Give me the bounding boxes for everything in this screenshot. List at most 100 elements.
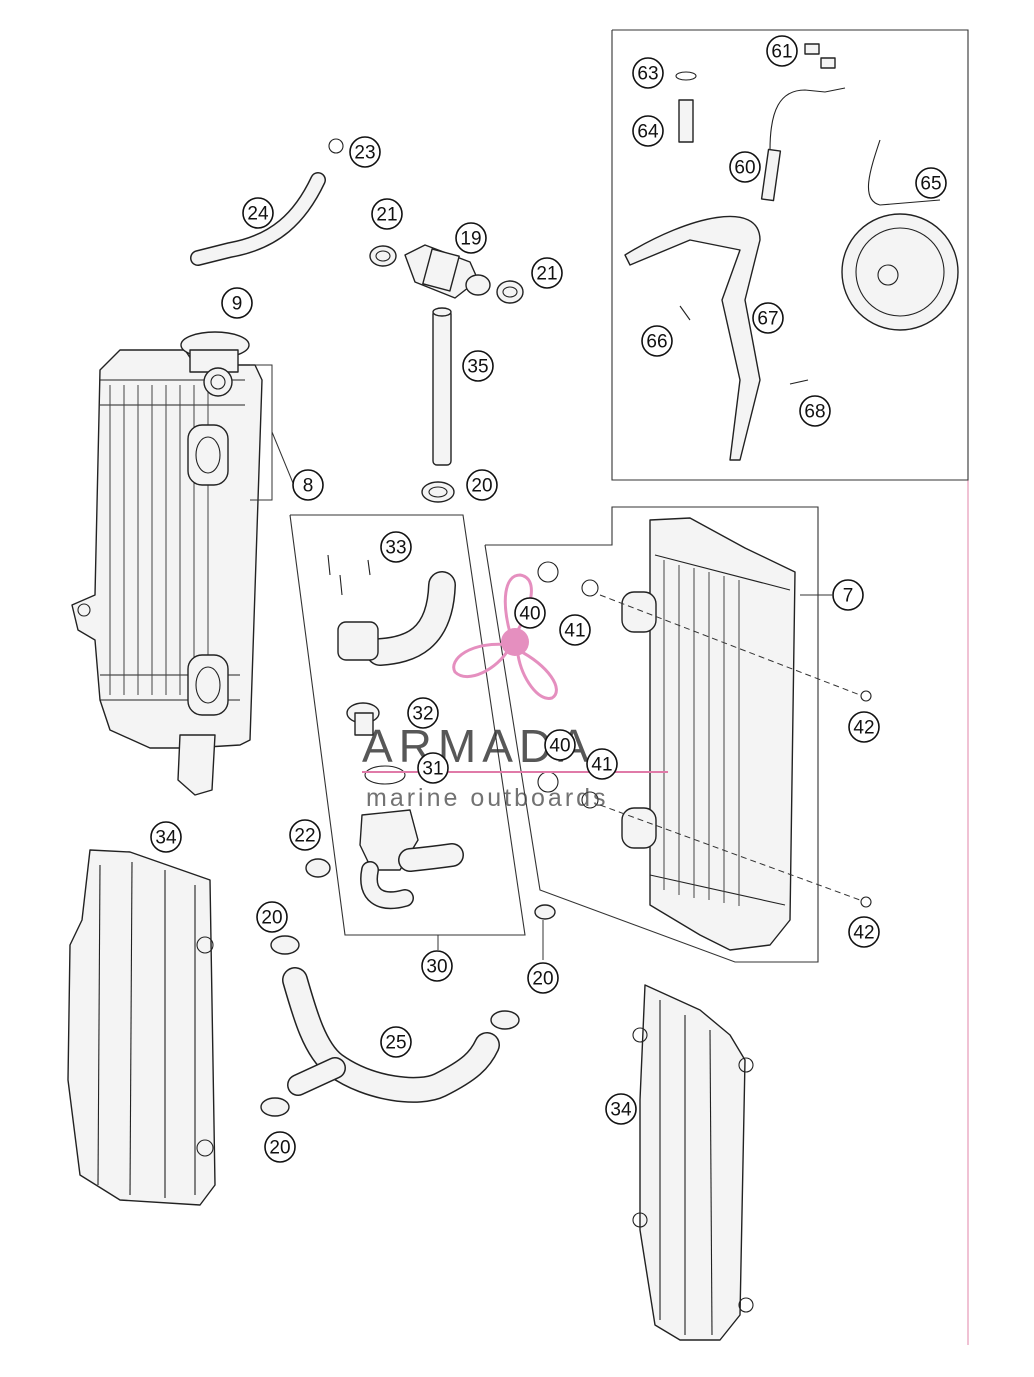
- callout-number: 22: [294, 826, 315, 847]
- callout-circle: [292, 469, 324, 501]
- callout-65: 65: [915, 167, 947, 199]
- watermark-subtitle: marine outboards: [366, 784, 609, 812]
- callout-circle: [632, 115, 664, 147]
- callout-circle: [417, 752, 449, 784]
- callout-67: 67: [752, 302, 784, 334]
- louvre-right: [632, 984, 754, 1341]
- callout-circle: [729, 151, 761, 183]
- callout-number: 21: [536, 264, 557, 285]
- callout-32: 32: [407, 697, 439, 729]
- callout-number: 23: [354, 143, 375, 164]
- callout-number: 19: [460, 229, 481, 250]
- thermostat-group-frame: [289, 514, 526, 936]
- callout-circle: [264, 1131, 296, 1163]
- callout-number: 41: [564, 621, 585, 642]
- callout-66: 66: [641, 325, 673, 357]
- callout-20: 20: [256, 901, 288, 933]
- callout-21: 21: [371, 198, 403, 230]
- callout-number: 40: [519, 604, 540, 625]
- fan-assembly-frame: [611, 29, 969, 481]
- callout-number: 20: [532, 969, 553, 990]
- callout-63: 63: [632, 57, 664, 89]
- callout-circle: [605, 1093, 637, 1125]
- fan-assembly-parts: [624, 43, 959, 461]
- callout-circle: [559, 614, 591, 646]
- callout-number: 32: [412, 704, 433, 725]
- callout-31: 31: [417, 752, 449, 784]
- callout-circle: [848, 711, 880, 743]
- callout-circle: [462, 350, 494, 382]
- callout-19: 19: [455, 222, 487, 254]
- callout-circle: [544, 729, 576, 761]
- callout-number: 31: [422, 759, 443, 780]
- callout-number: 61: [771, 42, 792, 63]
- callout-8: 8: [292, 469, 324, 501]
- callout-21: 21: [531, 257, 563, 289]
- callout-circle: [832, 579, 864, 611]
- callout-number: 20: [269, 1138, 290, 1159]
- callout-number: 20: [261, 908, 282, 929]
- callout-7: 7: [832, 579, 864, 611]
- upper-hose: [190, 138, 344, 266]
- callout-25: 25: [380, 1026, 412, 1058]
- thermostat-housing-top: [369, 244, 524, 304]
- callout-24: 24: [242, 197, 274, 229]
- callout-circle: [632, 57, 664, 89]
- callout-42: 42: [848, 916, 880, 948]
- callout-circle: [242, 197, 274, 229]
- callout-number: 68: [804, 402, 825, 423]
- callout-number: 42: [853, 923, 874, 944]
- callout-circle: [799, 395, 831, 427]
- callout-number: 30: [426, 957, 447, 978]
- callout-60: 60: [729, 151, 761, 183]
- callout-circle: [752, 302, 784, 334]
- callout-number: 33: [385, 538, 406, 559]
- callout-number: 25: [385, 1033, 406, 1054]
- callout-number: 63: [637, 64, 658, 85]
- callout-circle: [766, 35, 798, 67]
- callout-number: 20: [471, 476, 492, 497]
- callout-33: 33: [380, 531, 412, 563]
- callout-40: 40: [514, 597, 546, 629]
- callout-number: 41: [591, 755, 612, 776]
- watermark: ARMADA marine outboards: [362, 573, 668, 812]
- callout-circle: [455, 222, 487, 254]
- lower-hose: [260, 858, 556, 1117]
- callout-circle: [466, 469, 498, 501]
- callout-35: 35: [462, 350, 494, 382]
- callout-circle: [848, 916, 880, 948]
- callout-number: 8: [303, 476, 314, 497]
- callout-circle: [349, 136, 381, 168]
- callout-number: 65: [920, 174, 941, 195]
- callout-34: 34: [150, 821, 182, 853]
- thermostat-group-parts: [327, 554, 464, 910]
- callout-20: 20: [264, 1131, 296, 1163]
- callout-circle: [380, 531, 412, 563]
- callout-9: 9: [221, 287, 253, 319]
- callout-circle: [407, 697, 439, 729]
- callout-22: 22: [289, 819, 321, 851]
- left-radiator: [71, 331, 263, 796]
- callout-number: 9: [232, 294, 243, 315]
- callout-number: 64: [637, 122, 659, 143]
- callout-number: 35: [467, 357, 488, 378]
- callout-circle: [380, 1026, 412, 1058]
- callout-labels: 9824232119213520333231302220202520343474…: [150, 35, 947, 1163]
- callout-circle: [915, 167, 947, 199]
- callout-41: 41: [559, 614, 591, 646]
- louvre-left: [67, 849, 216, 1206]
- callout-circle: [150, 821, 182, 853]
- callout-number: 21: [376, 205, 397, 226]
- callout-circle: [514, 597, 546, 629]
- callout-number: 42: [853, 718, 874, 739]
- leader-lines: [250, 364, 832, 960]
- callout-number: 67: [757, 309, 778, 330]
- callout-number: 34: [155, 828, 177, 849]
- callout-42: 42: [848, 711, 880, 743]
- callout-circle: [256, 901, 288, 933]
- pipe-35: [421, 307, 455, 503]
- callout-circle: [586, 748, 618, 780]
- callout-68: 68: [799, 395, 831, 427]
- callout-20: 20: [527, 962, 559, 994]
